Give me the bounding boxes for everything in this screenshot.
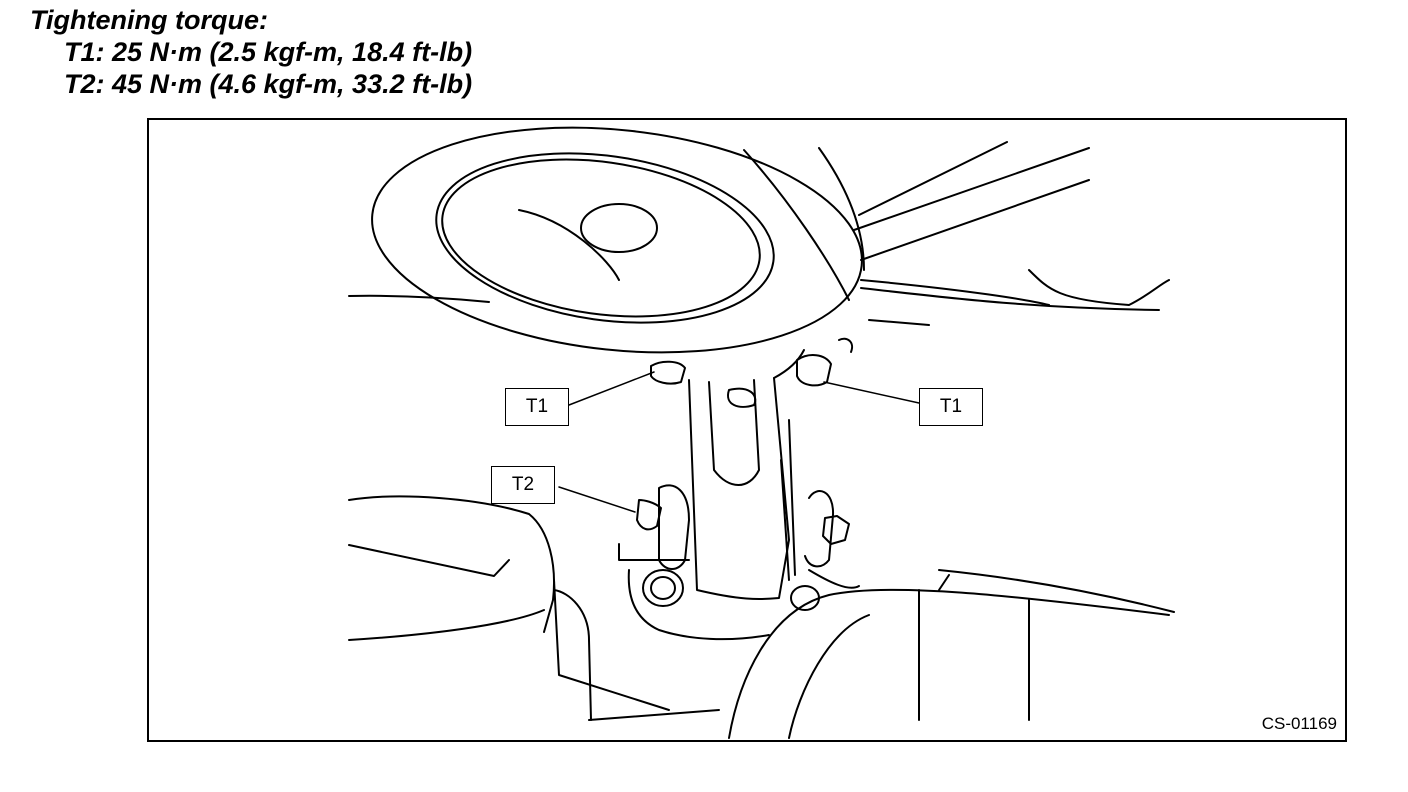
exhaust-disc: [348, 126, 863, 354]
figure-id-label: CS-01169: [1261, 714, 1337, 733]
torque-spec: Tightening torque: T1: 25 N·m (2.5 kgf-m…: [30, 4, 472, 100]
muffler: [728, 569, 1175, 739]
callout-t1-left: T1: [505, 388, 569, 426]
lower-clamp: [618, 484, 860, 641]
mount-line-drawing: [348, 126, 1175, 739]
torque-t2-value: T2: 45 N·m (4.6 kgf-m, 33.2 ft-lb): [64, 69, 473, 99]
body-panel-lines: [743, 141, 1170, 326]
mount-illustration: T1 T1 T2 CS-01169: [147, 118, 1347, 742]
torque-t1-value: T1: 25 N·m (2.5 kgf-m, 18.4 ft-lb): [64, 37, 473, 67]
callout-t2: T2: [491, 466, 555, 504]
torque-heading: Tightening torque:: [30, 5, 268, 35]
mount-bracket: [688, 349, 805, 601]
callout-t1-right: T1: [919, 388, 983, 426]
leader-lines: [558, 371, 920, 513]
upper-bolts: [650, 337, 853, 387]
lower-body-left: [348, 495, 720, 721]
